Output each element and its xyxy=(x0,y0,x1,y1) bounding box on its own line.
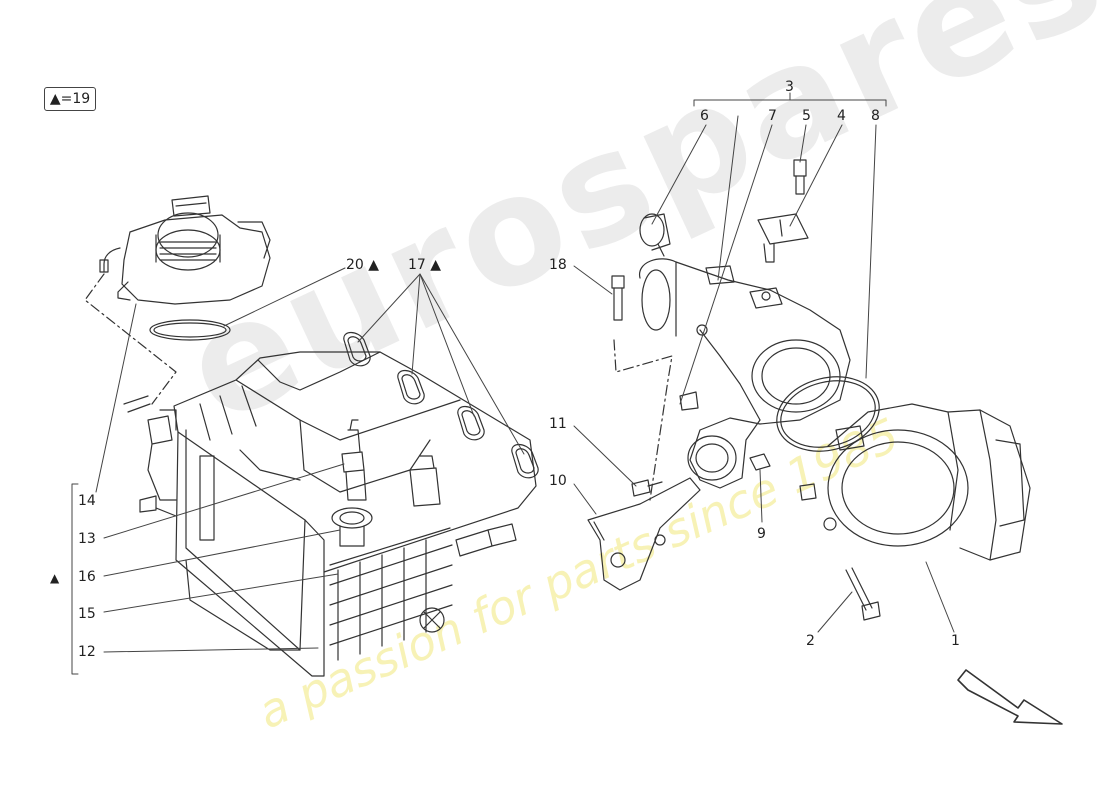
part-13-sensor xyxy=(341,419,367,501)
part-5-bolt xyxy=(793,159,807,195)
part-16-stem xyxy=(339,525,365,547)
callout-8: 8 xyxy=(871,108,880,124)
callout-16: 16 xyxy=(78,569,96,585)
part-16-seal xyxy=(331,507,373,529)
part-9-nut xyxy=(749,453,771,471)
part-14-dashdot-link xyxy=(84,273,177,405)
part-6-sensor xyxy=(639,213,671,257)
part-20-o-ring-inner xyxy=(153,322,227,338)
part-11-bolt xyxy=(631,479,663,497)
part-20-o-ring xyxy=(149,319,231,341)
part-16-seal-inner xyxy=(339,511,365,525)
part-1-throttle-body xyxy=(799,403,1031,561)
part-14-throttle-filter-assembly xyxy=(99,195,271,305)
callout-4: 4 xyxy=(837,108,846,124)
callout-11: 11 xyxy=(549,416,567,432)
part-17-gaskets xyxy=(343,331,539,479)
callout-20: 20 ▲ xyxy=(346,257,380,273)
callout-18: 18 xyxy=(549,257,567,273)
callout-10: 10 xyxy=(549,473,567,489)
callout-3: 3 xyxy=(785,79,794,95)
manifold-sensor-right xyxy=(409,455,441,507)
callout-12: 12 xyxy=(78,644,96,660)
callout-15: 15 xyxy=(78,606,96,622)
callout-7: 7 xyxy=(768,108,777,124)
callout-14: 14 xyxy=(78,493,96,509)
part-18-bolt xyxy=(611,275,625,321)
throttle-housing xyxy=(639,258,851,489)
part-4-sensor xyxy=(757,213,809,263)
leader-lines xyxy=(71,92,955,675)
intake-manifold xyxy=(123,351,537,677)
callout-6: 6 xyxy=(700,108,709,124)
part-8-o-ring-inner xyxy=(780,380,876,448)
bracket-dashdot-link xyxy=(613,339,673,501)
callout-13: 13 xyxy=(78,531,96,547)
callout-17: 17 ▲ xyxy=(408,257,442,273)
part-10-bracket xyxy=(587,477,701,591)
legend-box: ▲=19 xyxy=(44,87,96,111)
manifold-port-fittings xyxy=(419,523,517,633)
callout-2: 2 xyxy=(806,633,815,649)
part-2-bolt xyxy=(845,567,881,621)
callout-9: 9 xyxy=(757,526,766,542)
part-8-o-ring xyxy=(776,376,880,452)
callout-1: 1 xyxy=(951,633,960,649)
group-triangle-marker: ▲ xyxy=(50,571,60,585)
direction-arrow xyxy=(957,669,1063,725)
callout-5: 5 xyxy=(802,108,811,124)
